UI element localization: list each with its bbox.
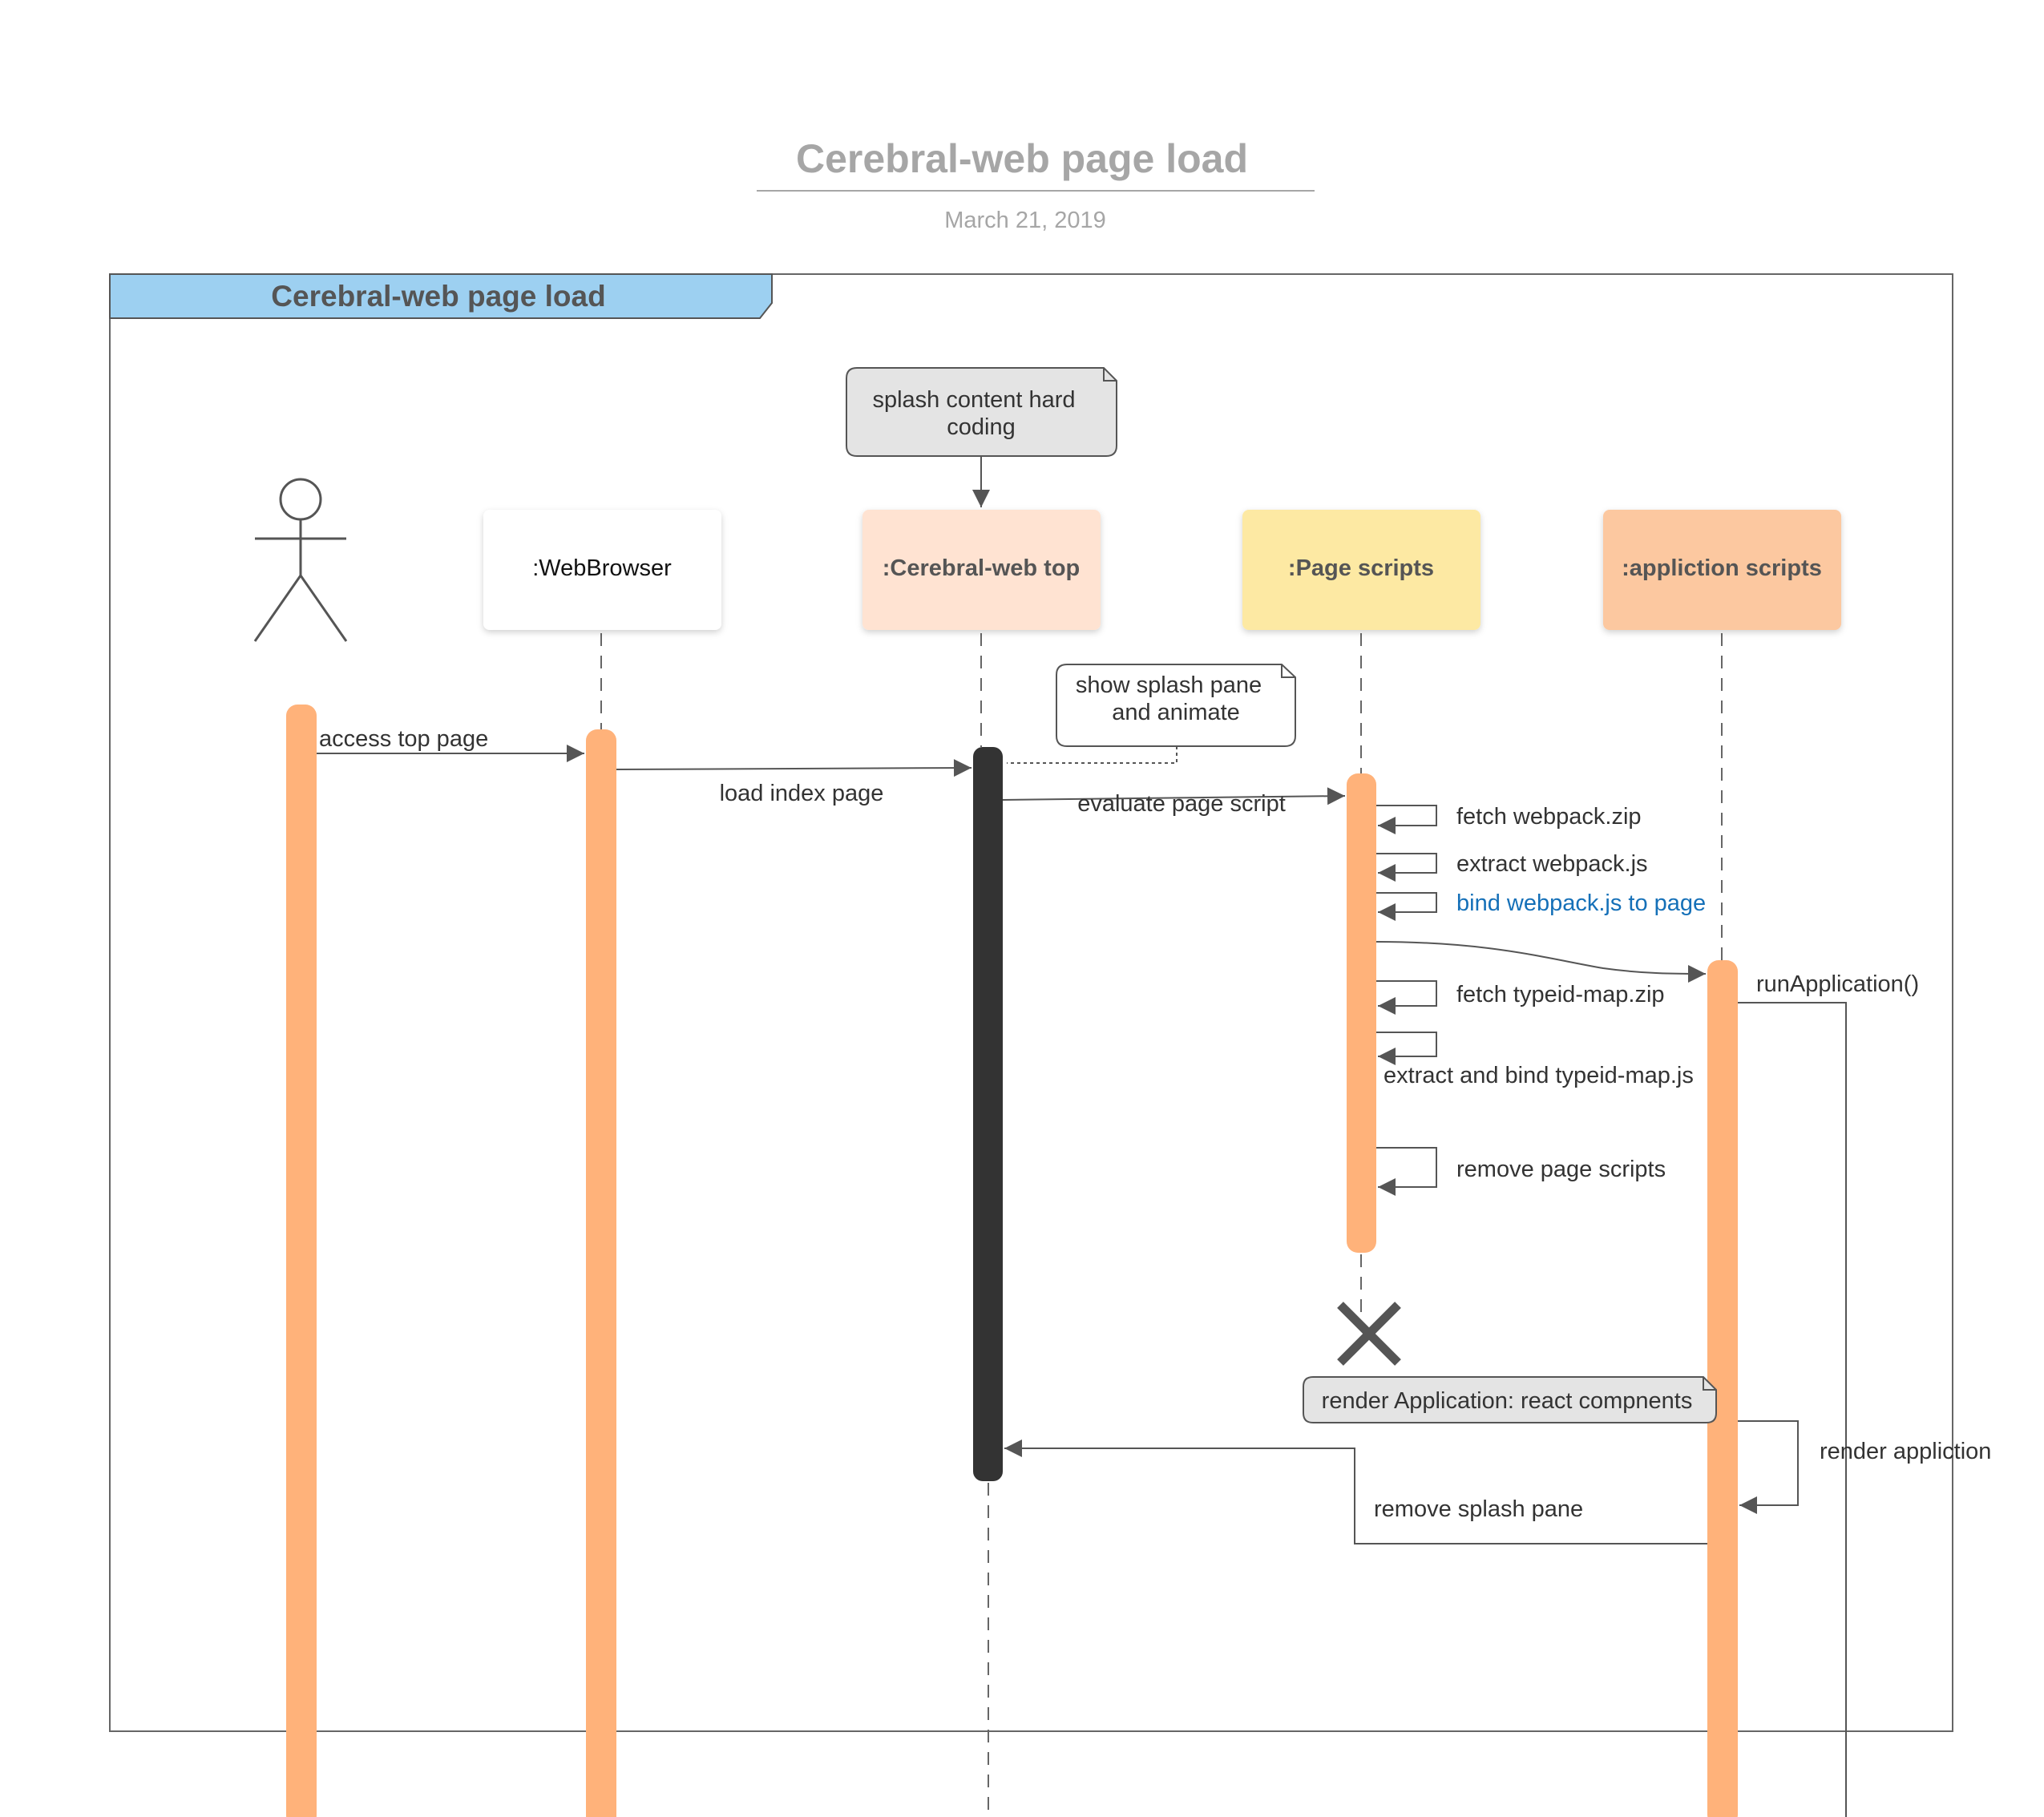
message-labels: access top page load index page evaluate… bbox=[319, 726, 1991, 1522]
label-remove-page-scripts: remove page scripts bbox=[1456, 1157, 1666, 1182]
note-show-splash-line1: show splash pane bbox=[1076, 672, 1262, 698]
stick-figure-icon bbox=[253, 478, 348, 642]
label-remove-splash-pane: remove splash pane bbox=[1374, 1496, 1583, 1522]
activation-page-scripts bbox=[1347, 773, 1376, 1253]
note-render-application: render Application: react compnents bbox=[1303, 1376, 1717, 1423]
self-bind-webpack-arrow bbox=[1376, 892, 1437, 921]
participant-webbrowser-label: :WebBrowser bbox=[532, 555, 672, 581]
label-access-top-page: access top page bbox=[319, 726, 488, 752]
self-fetch-typeid-arrow bbox=[1376, 980, 1437, 1015]
participant-cerebral-top: :Cerebral-web top bbox=[862, 510, 1101, 630]
note-show-splash: show splash pane and animate bbox=[1056, 664, 1296, 747]
note-splash-hard-coding: splash content hard coding bbox=[846, 367, 1117, 457]
message-load-index-page-arrow bbox=[616, 759, 972, 777]
destroy-x-icon bbox=[1337, 1302, 1401, 1366]
note-show-splash-line2: and animate bbox=[1112, 700, 1240, 725]
self-extract-webpack-arrow bbox=[1376, 853, 1437, 882]
note-show-splash-connector bbox=[1007, 746, 1178, 764]
note-render-application-text: render Application: react compnents bbox=[1322, 1388, 1693, 1414]
page-title: Cerebral-web page load bbox=[796, 136, 1248, 181]
participant-app-scripts-label: :appliction scripts bbox=[1622, 555, 1822, 581]
activation-actor bbox=[286, 705, 317, 1817]
activation-webbrowser bbox=[586, 729, 616, 1817]
participant-page-scripts-label: :Page scripts bbox=[1288, 555, 1434, 581]
messages bbox=[317, 745, 1847, 1817]
label-bind-webpack-js: bind webpack.js to page bbox=[1456, 890, 1706, 916]
note-splash-line2: coding bbox=[947, 414, 1015, 440]
label-run-application: runApplication() bbox=[1756, 971, 1919, 997]
note-splash-line1: splash content hard bbox=[872, 387, 1075, 413]
activation-cerebral-top bbox=[973, 747, 1003, 1481]
frame-tab bbox=[109, 273, 773, 319]
label-render-appliction: render appliction bbox=[1820, 1439, 1991, 1464]
label-load-index-page: load index page bbox=[720, 781, 884, 806]
lifelines bbox=[600, 633, 1723, 1817]
frame-label: Cerebral-web page load bbox=[271, 280, 605, 313]
label-extract-bind-typeid: extract and bind typeid-map.js bbox=[1384, 1063, 1694, 1088]
label-fetch-webpack-zip: fetch webpack.zip bbox=[1456, 804, 1642, 830]
label-extract-webpack-js: extract webpack.js bbox=[1456, 851, 1648, 877]
activation-app-scripts bbox=[1707, 960, 1738, 1817]
page-date: March 21, 2019 bbox=[944, 208, 1106, 233]
message-evaluate-page-script-arrow bbox=[1002, 787, 1346, 806]
participant-webbrowser: :WebBrowser bbox=[483, 510, 721, 630]
participant-cerebral-top-label: :Cerebral-web top bbox=[883, 555, 1081, 581]
self-extract-bind-typeid-arrow bbox=[1376, 1032, 1437, 1065]
message-run-application-arrow bbox=[1375, 941, 1707, 983]
participant-app-scripts: :appliction scripts bbox=[1603, 510, 1841, 630]
participant-page-scripts: :Page scripts bbox=[1242, 510, 1480, 630]
self-render-appliction-arrow bbox=[1738, 1420, 1799, 1514]
run-application-return-line bbox=[1738, 1002, 1847, 1817]
sequence-frame bbox=[109, 273, 1953, 1732]
label-fetch-typeid-map-zip: fetch typeid-map.zip bbox=[1456, 982, 1665, 1007]
self-remove-page-scripts-arrow bbox=[1376, 1147, 1437, 1196]
message-remove-splash-pane-arrow bbox=[1004, 1439, 1707, 1544]
self-fetch-webpack-arrow bbox=[1376, 805, 1437, 834]
label-evaluate-page-script: evaluate page script bbox=[1077, 791, 1286, 817]
